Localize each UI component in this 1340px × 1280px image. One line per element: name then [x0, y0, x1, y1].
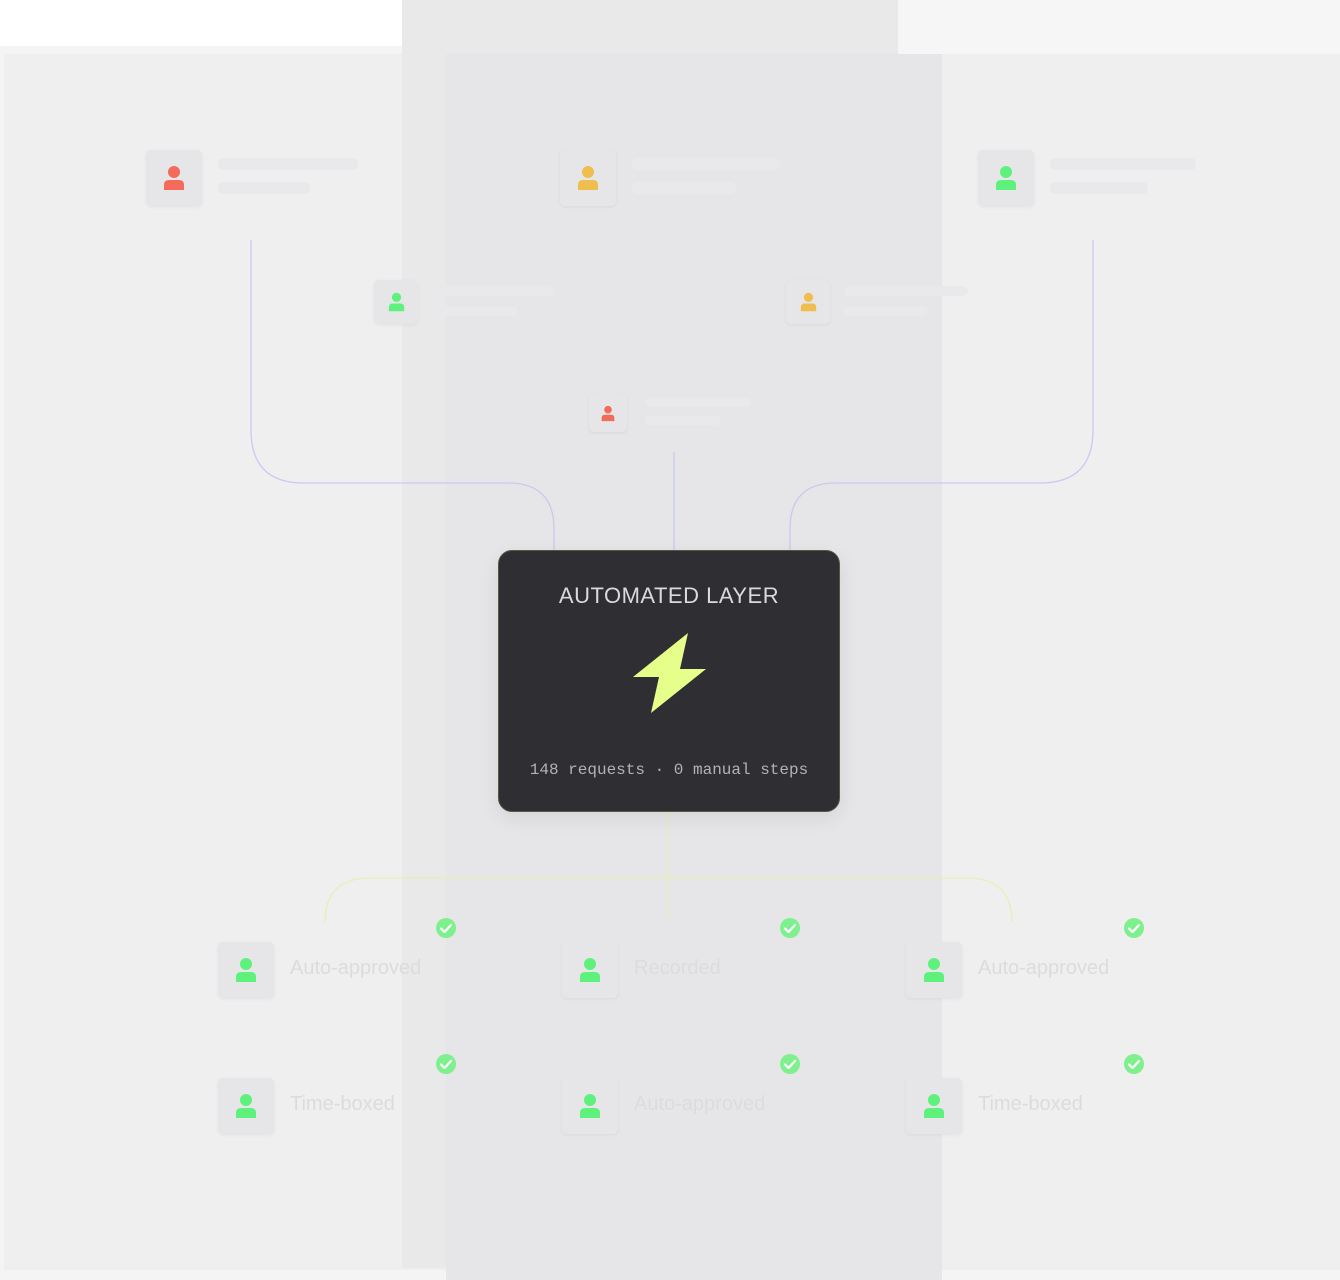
center-title: AUTOMATED LAYER [558, 583, 780, 608]
placeholder-line [218, 158, 358, 170]
user-icon [164, 166, 184, 190]
check-icon [436, 918, 456, 938]
background-panel [0, 0, 402, 46]
outcome-label: Time-boxed [290, 1093, 395, 1115]
placeholder-line [432, 306, 518, 316]
check-icon [1124, 1054, 1144, 1074]
placeholder-line [632, 182, 736, 194]
placeholder-line [1050, 182, 1148, 194]
outcome-label: Auto-approved [634, 1093, 766, 1115]
check-icon [780, 1054, 800, 1074]
outcome-label: Time-boxed [978, 1093, 1083, 1115]
avatar [786, 280, 830, 324]
user-icon [236, 1094, 256, 1118]
center-stats: 148 requests · 0 manual steps [529, 761, 809, 779]
avatar [560, 150, 616, 206]
avatar [218, 1078, 274, 1134]
avatar [146, 150, 202, 206]
placeholder-line [844, 306, 928, 316]
avatar [374, 280, 418, 324]
outcome-label: Recorded [634, 957, 721, 979]
avatar [562, 942, 618, 998]
user-icon [580, 1094, 600, 1118]
connector-left [250, 240, 555, 550]
connector-out-right [668, 877, 1013, 923]
avatar [906, 942, 962, 998]
user-icon [924, 958, 944, 982]
user-icon [924, 1094, 944, 1118]
background-panel [898, 0, 1340, 54]
automated-layer-card: AUTOMATED LAYER 148 requests · 0 manual … [498, 550, 840, 812]
placeholder-line [432, 286, 554, 296]
user-icon [996, 166, 1016, 190]
outcome-label: Auto-approved [978, 957, 1110, 979]
placeholder-line [645, 398, 751, 407]
check-icon [780, 918, 800, 938]
avatar [218, 942, 274, 998]
placeholder-line [1050, 158, 1196, 170]
user-icon [601, 405, 615, 421]
connector-right [789, 240, 1094, 550]
placeholder-line [645, 416, 721, 425]
connector-out-left [324, 812, 669, 923]
avatar [906, 1078, 962, 1134]
placeholder-line [632, 158, 780, 170]
avatar [562, 1078, 618, 1134]
outcome-label: Auto-approved [290, 957, 422, 979]
user-icon [236, 958, 256, 982]
avatar [589, 394, 627, 432]
check-icon [1124, 918, 1144, 938]
check-icon [436, 1054, 456, 1074]
placeholder-line [844, 286, 968, 296]
placeholder-line [218, 182, 310, 194]
lightning-bolt-icon [633, 633, 706, 713]
avatar [978, 150, 1034, 206]
user-icon [578, 166, 598, 190]
user-icon [800, 292, 816, 312]
user-icon [388, 292, 404, 312]
user-icon [580, 958, 600, 982]
